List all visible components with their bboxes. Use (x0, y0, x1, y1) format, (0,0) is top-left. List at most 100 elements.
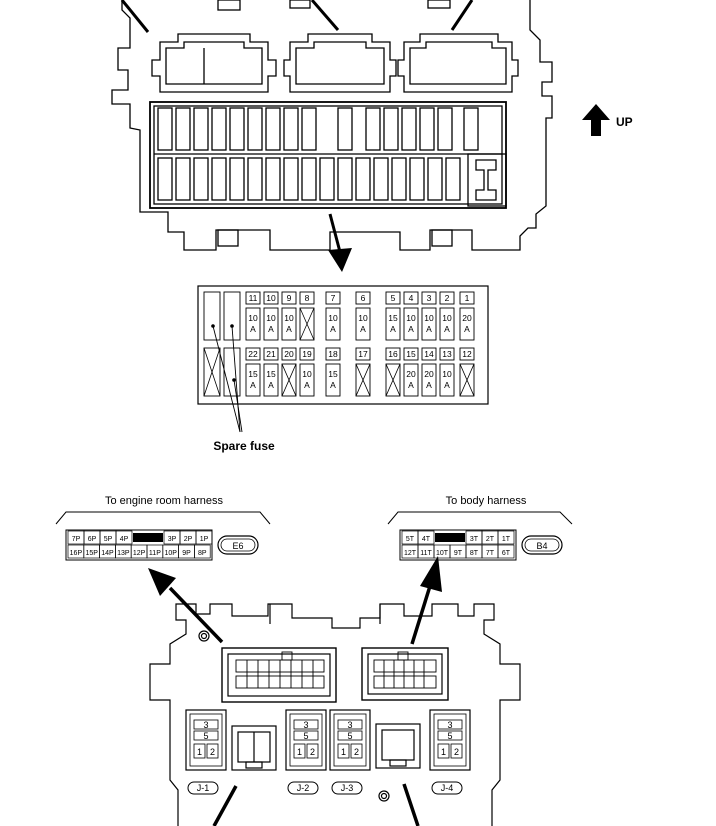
connector-pin: 13P (115, 544, 132, 559)
fuse-number: 4 (409, 293, 414, 303)
connector-pin: 11P (146, 544, 164, 559)
junction-pin: 3 (303, 720, 308, 730)
connector-pin: 12T (401, 544, 419, 559)
fuse-number: 15 (406, 349, 416, 359)
connector-pin: 1P (195, 530, 213, 545)
pin-label: 9P (182, 550, 191, 557)
fuse-unit: A (408, 324, 414, 334)
fuse-amperage: 10 (302, 369, 312, 379)
fuse-amperage: 20 (462, 313, 472, 323)
pin-label: 10P (164, 550, 177, 557)
junction-pin: 2 (354, 747, 359, 757)
pin-label: 11T (420, 550, 432, 557)
pin-label: 4P (120, 536, 129, 543)
fuse-number: 3 (427, 293, 432, 303)
pin-label: 2T (486, 536, 495, 543)
fuse-number: 10 (266, 293, 276, 303)
connector-pin: 2T (481, 530, 499, 545)
pin-label: 1P (200, 536, 209, 543)
connector-b4-badge: B4 (521, 535, 563, 555)
up-arrow-icon (582, 104, 610, 136)
pin-label: 13P (117, 550, 130, 557)
pin-label: 9T (454, 550, 463, 557)
connector-pin: 16P (67, 544, 85, 559)
fuse-number: 14 (424, 349, 434, 359)
fuse-unit: A (268, 380, 274, 390)
fuse-unit: A (426, 380, 432, 390)
fuse-cell: 6 10A (355, 291, 371, 341)
fuse-number: 18 (328, 349, 338, 359)
junction-pin: 5 (303, 731, 308, 741)
pin-label: 12P (133, 550, 146, 557)
pin-label: 6P (88, 536, 97, 543)
fuse-number: 5 (391, 293, 396, 303)
junction-label: J-1 (197, 783, 210, 793)
fuse-unit: A (330, 380, 336, 390)
fuse-amperage: 10 (358, 313, 368, 323)
junction-pin: 3 (203, 720, 208, 730)
fuse-amperage: 15 (328, 369, 338, 379)
junction-pin: 3 (347, 720, 352, 730)
fuse-unit: A (444, 324, 450, 334)
fuse-number: 21 (266, 349, 276, 359)
fuse-unit: A (360, 324, 366, 334)
connector-b4-id: B4 (536, 541, 547, 551)
fuse-number: 20 (284, 349, 294, 359)
pin-label: 7P (72, 536, 81, 543)
connector-pin: 15P (83, 544, 100, 559)
body-harness-arrow-icon (410, 556, 442, 645)
connector-pin: 3T (465, 530, 483, 545)
pin-label: 11P (149, 550, 161, 557)
fuse-number: 6 (361, 293, 366, 303)
pin-label: 3P (168, 536, 177, 543)
connector-pin: 9P (178, 544, 195, 559)
fuse-amperage: 20 (424, 369, 434, 379)
fuse-unit: A (250, 324, 256, 334)
callout-arrows-bottom (212, 783, 420, 826)
junction-pin: 1 (197, 747, 202, 757)
fuse-unit: A (330, 324, 336, 334)
pin-label: 6T (502, 550, 511, 557)
pin-label: 15P (85, 550, 98, 557)
connector-pin: 8T (465, 544, 483, 559)
fuse-number: 7 (331, 293, 336, 303)
fuse-cell: 20 (281, 347, 297, 397)
junction-pin: 2 (210, 747, 215, 757)
fuse-amperage: 10 (406, 313, 416, 323)
connector-pin: 12P (130, 544, 148, 559)
fuse-number: 12 (462, 349, 472, 359)
fuse-amperage: 10 (266, 313, 276, 323)
fuse-unit: A (250, 380, 256, 390)
fuse-number: 9 (287, 293, 292, 303)
fuse-amperage: 10 (248, 313, 258, 323)
junction-label: J-2 (297, 783, 310, 793)
pin-label: 12T (404, 550, 417, 557)
fuse-slots-bottom (157, 157, 461, 201)
fuse-amperage: 20 (406, 369, 416, 379)
fuse-number: 16 (388, 349, 398, 359)
pin-label: 5P (104, 536, 113, 543)
fuse-amperage: 10 (442, 369, 452, 379)
connector-pin: 3P (163, 530, 181, 545)
engine-room-harness-label: To engine room harness (105, 495, 224, 507)
junction-pin: 2 (310, 747, 315, 757)
fuse-unit: A (390, 324, 396, 334)
junction-label: J-4 (441, 783, 454, 793)
connector-pin: 7T (481, 544, 499, 559)
fuse-cell: 17 (355, 347, 371, 397)
